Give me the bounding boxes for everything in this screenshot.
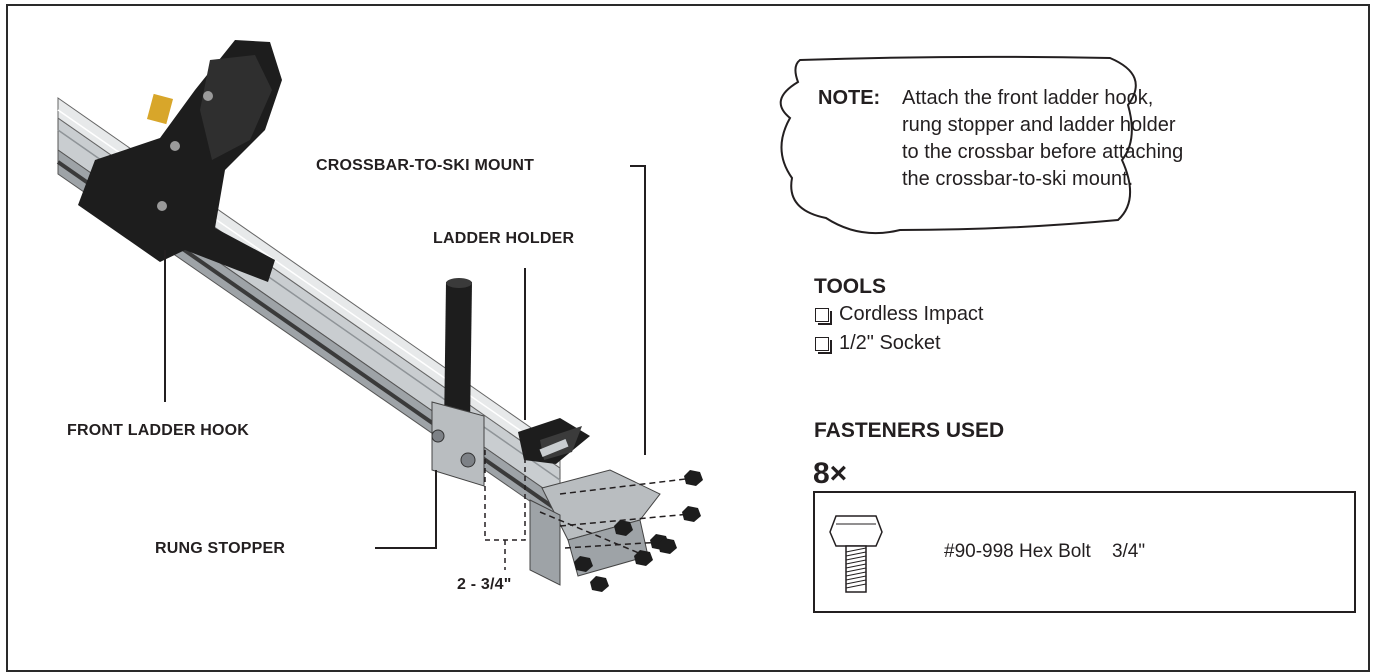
checkbox-icon xyxy=(815,307,832,325)
hex-bolt-icon xyxy=(829,515,883,593)
dimension-bracket xyxy=(484,450,526,570)
tool-label: 1/2" Socket xyxy=(839,332,941,354)
note-body: Attach the front ladder hook, rung stopp… xyxy=(902,85,1183,193)
note-line: the crossbar-to-ski mount. xyxy=(902,168,1134,190)
fastener-size: 3/4" xyxy=(1111,541,1146,562)
fastener-quantity: 8× xyxy=(813,457,848,490)
callout-ladder-holder: LADDER HOLDER xyxy=(433,230,575,247)
checkbox-icon xyxy=(815,336,832,354)
leader-lines xyxy=(164,165,646,549)
front-ladder-hook xyxy=(78,40,282,282)
callout-front-ladder-hook: FRONT LADDER HOOK xyxy=(67,422,250,439)
hex-bolts xyxy=(574,470,703,592)
ladder-holder xyxy=(518,418,590,464)
fastener-part-number: #90-998 Hex Bolt xyxy=(944,541,1091,562)
fasteners-heading: FASTENERS USED xyxy=(814,419,1005,442)
note-cloud-bubble xyxy=(779,55,1137,235)
tools-heading: TOOLS xyxy=(814,275,886,298)
crossbar-to-ski-mount xyxy=(529,469,661,586)
rung-stopper xyxy=(431,278,485,487)
note-label: NOTE: xyxy=(818,87,881,109)
note-line: rung stopper and ladder holder xyxy=(902,114,1176,136)
tool-item: Cordless Impact xyxy=(815,303,984,326)
fastener-item: #90-998 Hex Bolt 3/4" xyxy=(944,541,1145,563)
note-line: to the crossbar before attaching xyxy=(902,141,1184,163)
tool-label: Cordless Impact xyxy=(839,303,984,325)
fastener-box xyxy=(813,491,1356,613)
callout-rung-stopper: RUNG STOPPER xyxy=(155,540,286,557)
callout-crossbar-to-ski-mount: CROSSBAR-TO-SKI MOUNT xyxy=(316,157,535,174)
fastener-paths xyxy=(539,477,695,557)
dimension-label: 2 - 3/4" xyxy=(457,576,512,593)
tool-item: 1/2" Socket xyxy=(815,332,941,355)
note-line: Attach the front ladder hook, xyxy=(902,87,1154,109)
